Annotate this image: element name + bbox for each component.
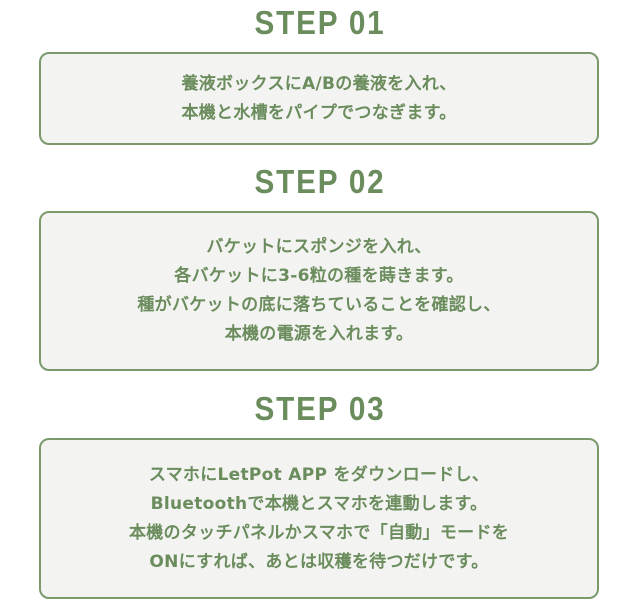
step-03-box: スマホにLetPot APP をダウンロードし、 Bluetoothで本機とスマ… — [39, 438, 599, 599]
step-01-line: 養液ボックスにA/Bの養液を入れ、 — [181, 73, 457, 94]
step-02-line: 本機の電源を入れます。 — [224, 324, 414, 344]
step-02-title: STEP 02 — [254, 163, 386, 200]
step-02-box: バケットにスポンジを入れ、 各バケットに3-6粒の種を蒔きます。 種がバケットの… — [39, 211, 599, 371]
step-03-line: Bluetoothで本機とスマホを連動します。 — [150, 493, 488, 514]
step-02-line: 種がバケットの底に落ちていることを確認し、 — [137, 295, 501, 315]
step-03-line: スマホにLetPot APP をダウンロードし、 — [148, 464, 490, 485]
step-02-line: 各バケットに3-6粒の種を蒔きます。 — [174, 266, 464, 286]
step-03-line: 本機のタッチパネルかスマホで「自動」モードを — [128, 522, 510, 543]
step-03-line: ONにすれば、あとは収穫を待つだけです。 — [149, 551, 489, 572]
step-03-title: STEP 03 — [254, 390, 386, 427]
step-02-line: バケットにスポンジを入れ、 — [206, 237, 432, 257]
step-01-line: 本機と水槽をパイプでつなぎます。 — [181, 102, 457, 123]
step-01-title: STEP 01 — [254, 4, 386, 41]
step-01-box: 養液ボックスにA/Bの養液を入れ、 本機と水槽をパイプでつなぎます。 — [39, 52, 599, 145]
